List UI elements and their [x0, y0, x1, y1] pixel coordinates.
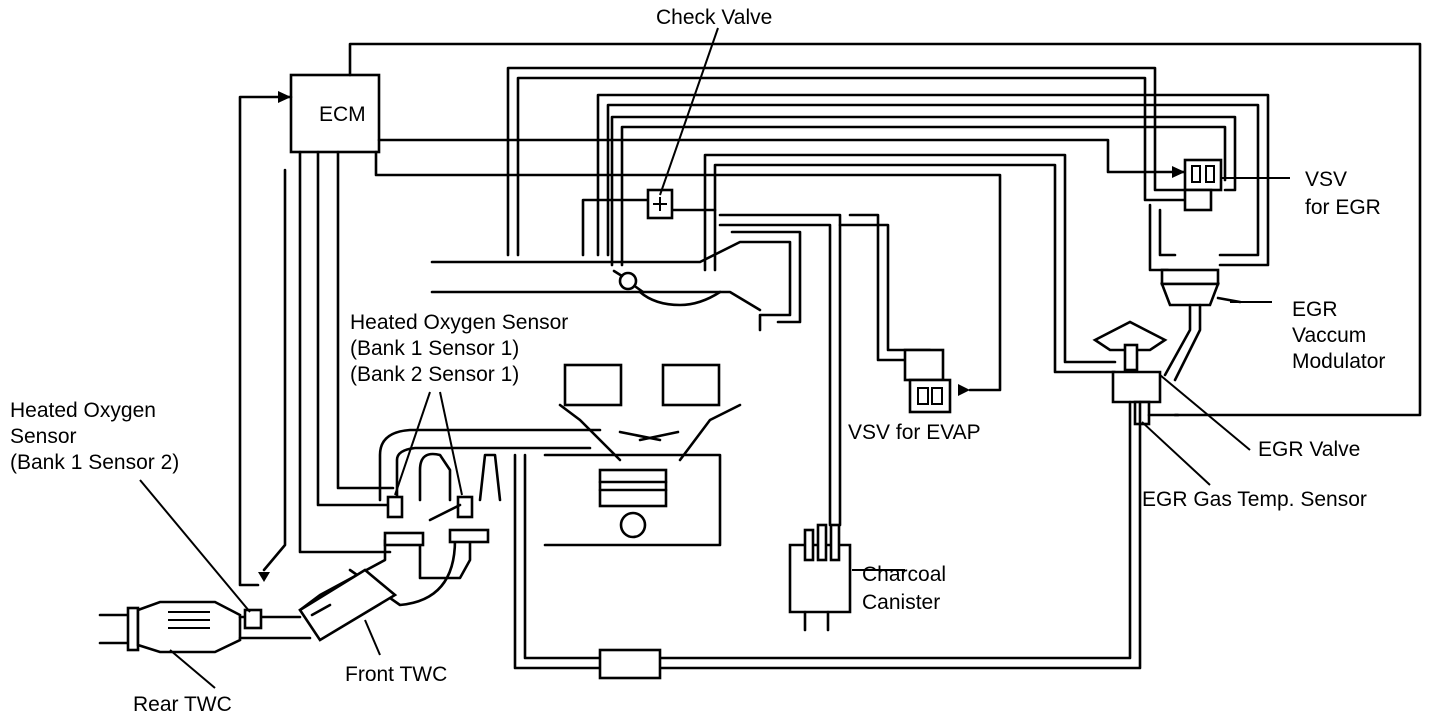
ecm-label: ECM — [319, 103, 366, 126]
vsv-evap — [903, 348, 970, 414]
ecm-wiring — [238, 42, 1422, 587]
ho2-front-label-line3: (Bank 2 Sensor 1) — [350, 363, 520, 386]
ho2-front-label-line2: (Bank 1 Sensor 1) — [350, 337, 520, 360]
egr-modulator-label-line2: Vaccum — [1292, 324, 1367, 347]
egr-temp-sensor-label: EGR Gas Temp. Sensor — [1142, 488, 1367, 511]
egr-modulator-label-line1: EGR — [1292, 298, 1338, 321]
egr-valve — [513, 320, 1180, 680]
check-valve-label: Check Valve — [656, 6, 773, 29]
leader-lines — [139, 27, 1290, 689]
vacuum-hoses — [506, 66, 1270, 527]
egr-vacuum-modulator — [1160, 268, 1242, 382]
egr-modulator-label-line3: Modulator — [1292, 350, 1386, 373]
ho2-rear-label-line3: (Bank 1 Sensor 2) — [10, 451, 180, 474]
exhaust-system — [298, 428, 602, 612]
engine — [543, 363, 742, 547]
front-twc — [298, 568, 398, 642]
vsv-evap-label: VSV for EVAP — [848, 421, 981, 444]
charcoal-canister-label-line1: Charcoal — [862, 563, 947, 586]
vsv-egr — [1183, 158, 1223, 212]
egr-valve-label: EGR Valve — [1258, 438, 1361, 461]
ho2-rear-label-line2: Sensor — [10, 425, 77, 448]
charcoal-canister — [788, 523, 852, 632]
vsv-egr-label-line1: VSV — [1305, 168, 1348, 191]
charcoal-canister-label-line2: Canister — [862, 591, 941, 614]
ho2-rear-label-line1: Heated Oxygen — [10, 399, 156, 422]
ecm-box — [289, 73, 381, 154]
vsv-egr-label-line2: for EGR — [1305, 196, 1381, 219]
ho2-front-label-line1: Heated Oxygen Sensor — [350, 311, 569, 334]
intake-manifold — [430, 230, 802, 332]
front-twc-label: Front TWC — [345, 663, 448, 686]
rear-twc — [98, 600, 312, 654]
rear-twc-label: Rear TWC — [133, 693, 232, 716]
check-valve — [646, 188, 674, 220]
